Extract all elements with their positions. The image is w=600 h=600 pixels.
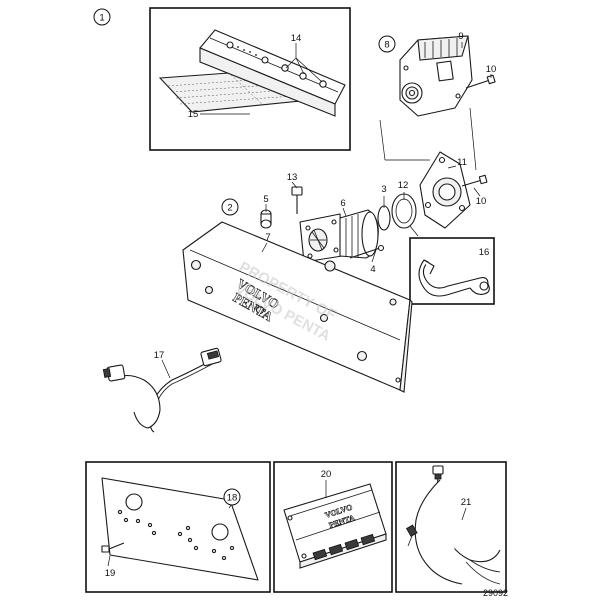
screw-10-upper <box>465 74 496 89</box>
callout-19: 19 <box>105 568 116 579</box>
actuator-motor-assembly <box>260 181 385 263</box>
callout-16: 16 <box>479 247 490 258</box>
callout-18-circle <box>223 488 241 506</box>
bottom-panel-18-19 <box>85 461 271 593</box>
cable-21-frame <box>395 461 507 593</box>
callout-6: 6 <box>340 198 345 209</box>
callout-14: 14 <box>291 33 302 44</box>
callout-12: 12 <box>398 180 409 191</box>
control-unit-20: VOLVO PENTA <box>273 461 393 593</box>
callout-21: 21 <box>461 497 472 508</box>
callout-10-upper: 10 <box>486 64 497 75</box>
cable-21-box <box>395 461 507 593</box>
tool-16-box <box>409 225 495 305</box>
brand-embossing: VOLVO PENTA <box>230 275 282 324</box>
callout-17: 17 <box>154 350 165 361</box>
cable-17 <box>102 347 222 433</box>
group-markers: 1 2 8 <box>93 8 396 216</box>
ecu-housing-assembly <box>377 35 496 231</box>
connector-17-left <box>102 364 126 382</box>
figure-number: 29092 <box>483 588 508 598</box>
o-ring-3 <box>377 205 391 231</box>
front-panel-7: VOLVO PENTA PROPERTY OF VOLVO PENTA <box>182 221 413 393</box>
callout-4: 4 <box>370 264 375 275</box>
ecu-connectors <box>312 533 376 561</box>
screw-4 <box>349 244 385 259</box>
callout-9: 9 <box>458 31 463 42</box>
connector-17-right <box>200 347 222 367</box>
part-callouts: 3 4 5 6 7 9 10 10 11 12 13 14 15 16 17 1… <box>105 31 497 579</box>
group-marker-1 <box>93 8 111 26</box>
callout-11: 11 <box>457 157 467 168</box>
callout-13: 13 <box>287 172 298 183</box>
bolt-13 <box>291 186 303 214</box>
panel-18-frame <box>85 461 271 593</box>
group-marker-2-label: 2 <box>227 203 232 214</box>
connector-21-lower <box>405 524 418 547</box>
panel-1-control-lever-assembly <box>149 7 351 151</box>
callout-10-lower: 10 <box>476 196 487 207</box>
callout-20: 20 <box>321 469 332 480</box>
callout-7: 7 <box>265 232 270 243</box>
group-marker-2 <box>221 198 239 216</box>
callout-3: 3 <box>381 184 386 195</box>
callout-18: 18 <box>227 493 238 504</box>
screw-10-lower <box>461 174 488 187</box>
panel-1-frame <box>149 7 351 151</box>
ecu-20-frame <box>273 461 393 593</box>
tool-16-frame <box>409 237 495 305</box>
group-marker-8-label: 8 <box>384 40 389 51</box>
wrench-tool-16 <box>418 259 490 297</box>
sleeve-5 <box>260 209 272 229</box>
screw-19 <box>101 542 125 553</box>
rail-notch-dots <box>237 46 257 56</box>
callout-5: 5 <box>263 194 268 205</box>
connector-21-top <box>432 465 444 480</box>
group-marker-8 <box>378 35 396 53</box>
group-marker-1-label: 1 <box>99 13 104 24</box>
callout-15: 15 <box>188 109 199 120</box>
